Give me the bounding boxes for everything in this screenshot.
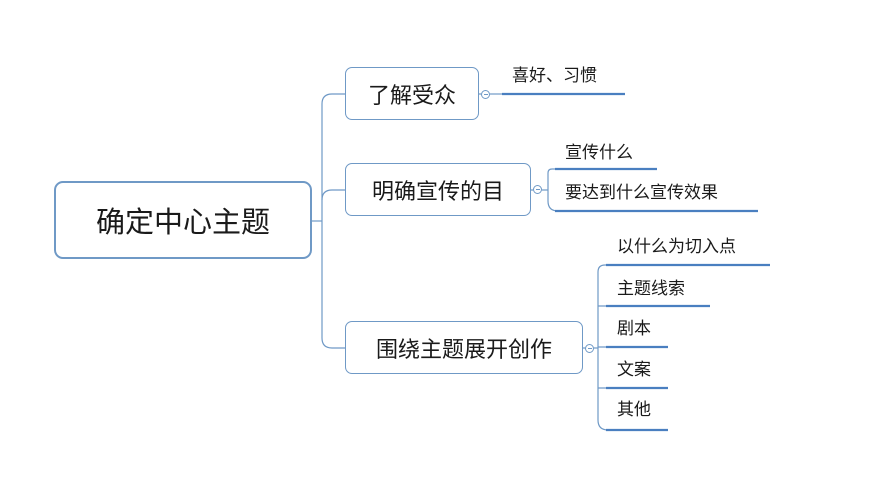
leaf-topic[interactable]: 要达到什么宣传效果 (565, 183, 718, 203)
leaf-topic[interactable]: 宣传什么 (565, 143, 633, 163)
root-label: 确定中心主题 (95, 205, 270, 239)
leaf-connector (597, 419, 668, 431)
collapse-toggle-icon[interactable] (481, 90, 490, 99)
branch-connector (321, 93, 345, 105)
branch-connector (321, 189, 345, 201)
leaf-topic[interactable]: 以什么为切入点 (617, 237, 736, 257)
leaf-connector (547, 168, 657, 174)
leaf-topic[interactable]: 喜好、习惯 (512, 66, 597, 86)
leaf-topic[interactable]: 其他 (617, 400, 651, 420)
branch-label: 明确宣传的目 (371, 179, 504, 205)
leaf-connector (597, 264, 770, 273)
branch-label: 了解受众 (367, 83, 456, 109)
collapse-toggle-icon[interactable] (585, 344, 594, 353)
branch-node-creation[interactable]: 围绕主题展开创作 (345, 321, 583, 374)
branch-connector (321, 337, 345, 349)
branch-node-purpose[interactable]: 明确宣传的目 (345, 163, 531, 216)
collapse-toggle-icon[interactable] (533, 185, 542, 194)
leaf-topic[interactable]: 文案 (617, 360, 651, 380)
leaf-topic[interactable]: 剧本 (617, 319, 651, 339)
branch-label: 围绕主题展开创作 (375, 337, 552, 363)
root-node[interactable]: 确定中心主题 (54, 181, 312, 259)
leaf-topic[interactable]: 主题线索 (617, 279, 685, 299)
branch-node-audience[interactable]: 了解受众 (345, 67, 479, 120)
